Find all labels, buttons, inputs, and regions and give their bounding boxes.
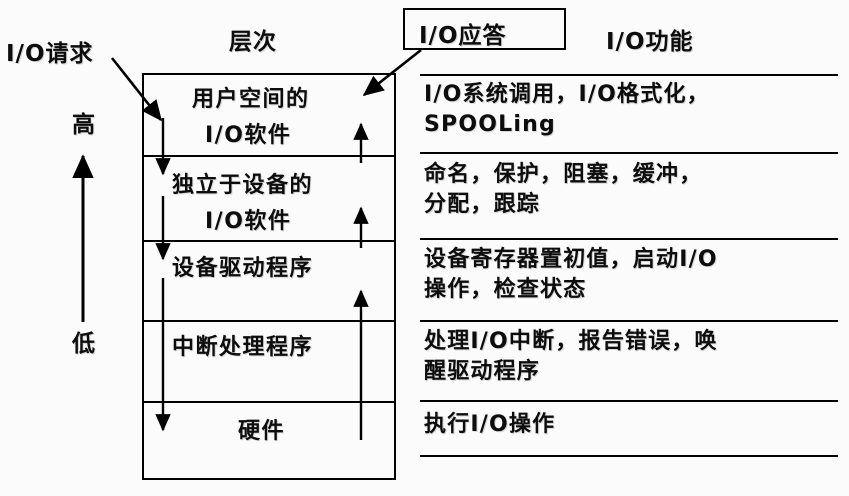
high-label: 高 [72, 112, 96, 138]
layer-row-3-line-1: 设备驱动程序 [172, 256, 314, 281]
function-rule-5 [420, 455, 838, 457]
layers-column-header: 层次 [229, 29, 277, 55]
io-function-column-header: I/O功能 [606, 29, 694, 55]
io-request-label: I/O请求 [6, 41, 94, 67]
io-response-callout-box: I/O应答 [403, 8, 566, 50]
layer-row-2-line-1: 独立于设备的 [172, 173, 314, 198]
layer-divider-3 [142, 320, 396, 322]
function-row-3: 设备寄存器置初值，启动I/O 操作，检查状态 [424, 247, 718, 302]
layer-row-2-line-2: I/O软件 [205, 209, 292, 234]
layer-row-4-line-1: 中断处理程序 [172, 335, 314, 360]
function-rule-0 [420, 74, 838, 76]
layer-row-1-line-2: I/O软件 [205, 123, 292, 148]
io-response-label: I/O应答 [419, 23, 507, 49]
function-row-2: 命名，保护，阻塞，缓冲， 分配，跟踪 [424, 162, 703, 217]
function-rule-1 [420, 152, 838, 154]
low-label: 低 [72, 331, 96, 357]
layer-divider-1 [142, 155, 396, 157]
function-rule-4 [420, 400, 838, 402]
layer-divider-4 [142, 401, 396, 403]
layer-divider-2 [142, 240, 396, 242]
layer-row-1-line-1: 用户空间的 [192, 87, 310, 112]
function-row-1: I/O系统调用，I/O格式化， SPOOLing [424, 82, 710, 137]
function-rule-2 [420, 238, 838, 240]
layer-row-5-line-1: 硬件 [238, 419, 286, 444]
function-rule-3 [420, 320, 838, 322]
function-row-5: 执行I/O操作 [424, 412, 556, 437]
layer-table [142, 73, 396, 480]
function-row-4: 处理I/O中断，报告错误，唤 醒驱动程序 [424, 329, 718, 384]
